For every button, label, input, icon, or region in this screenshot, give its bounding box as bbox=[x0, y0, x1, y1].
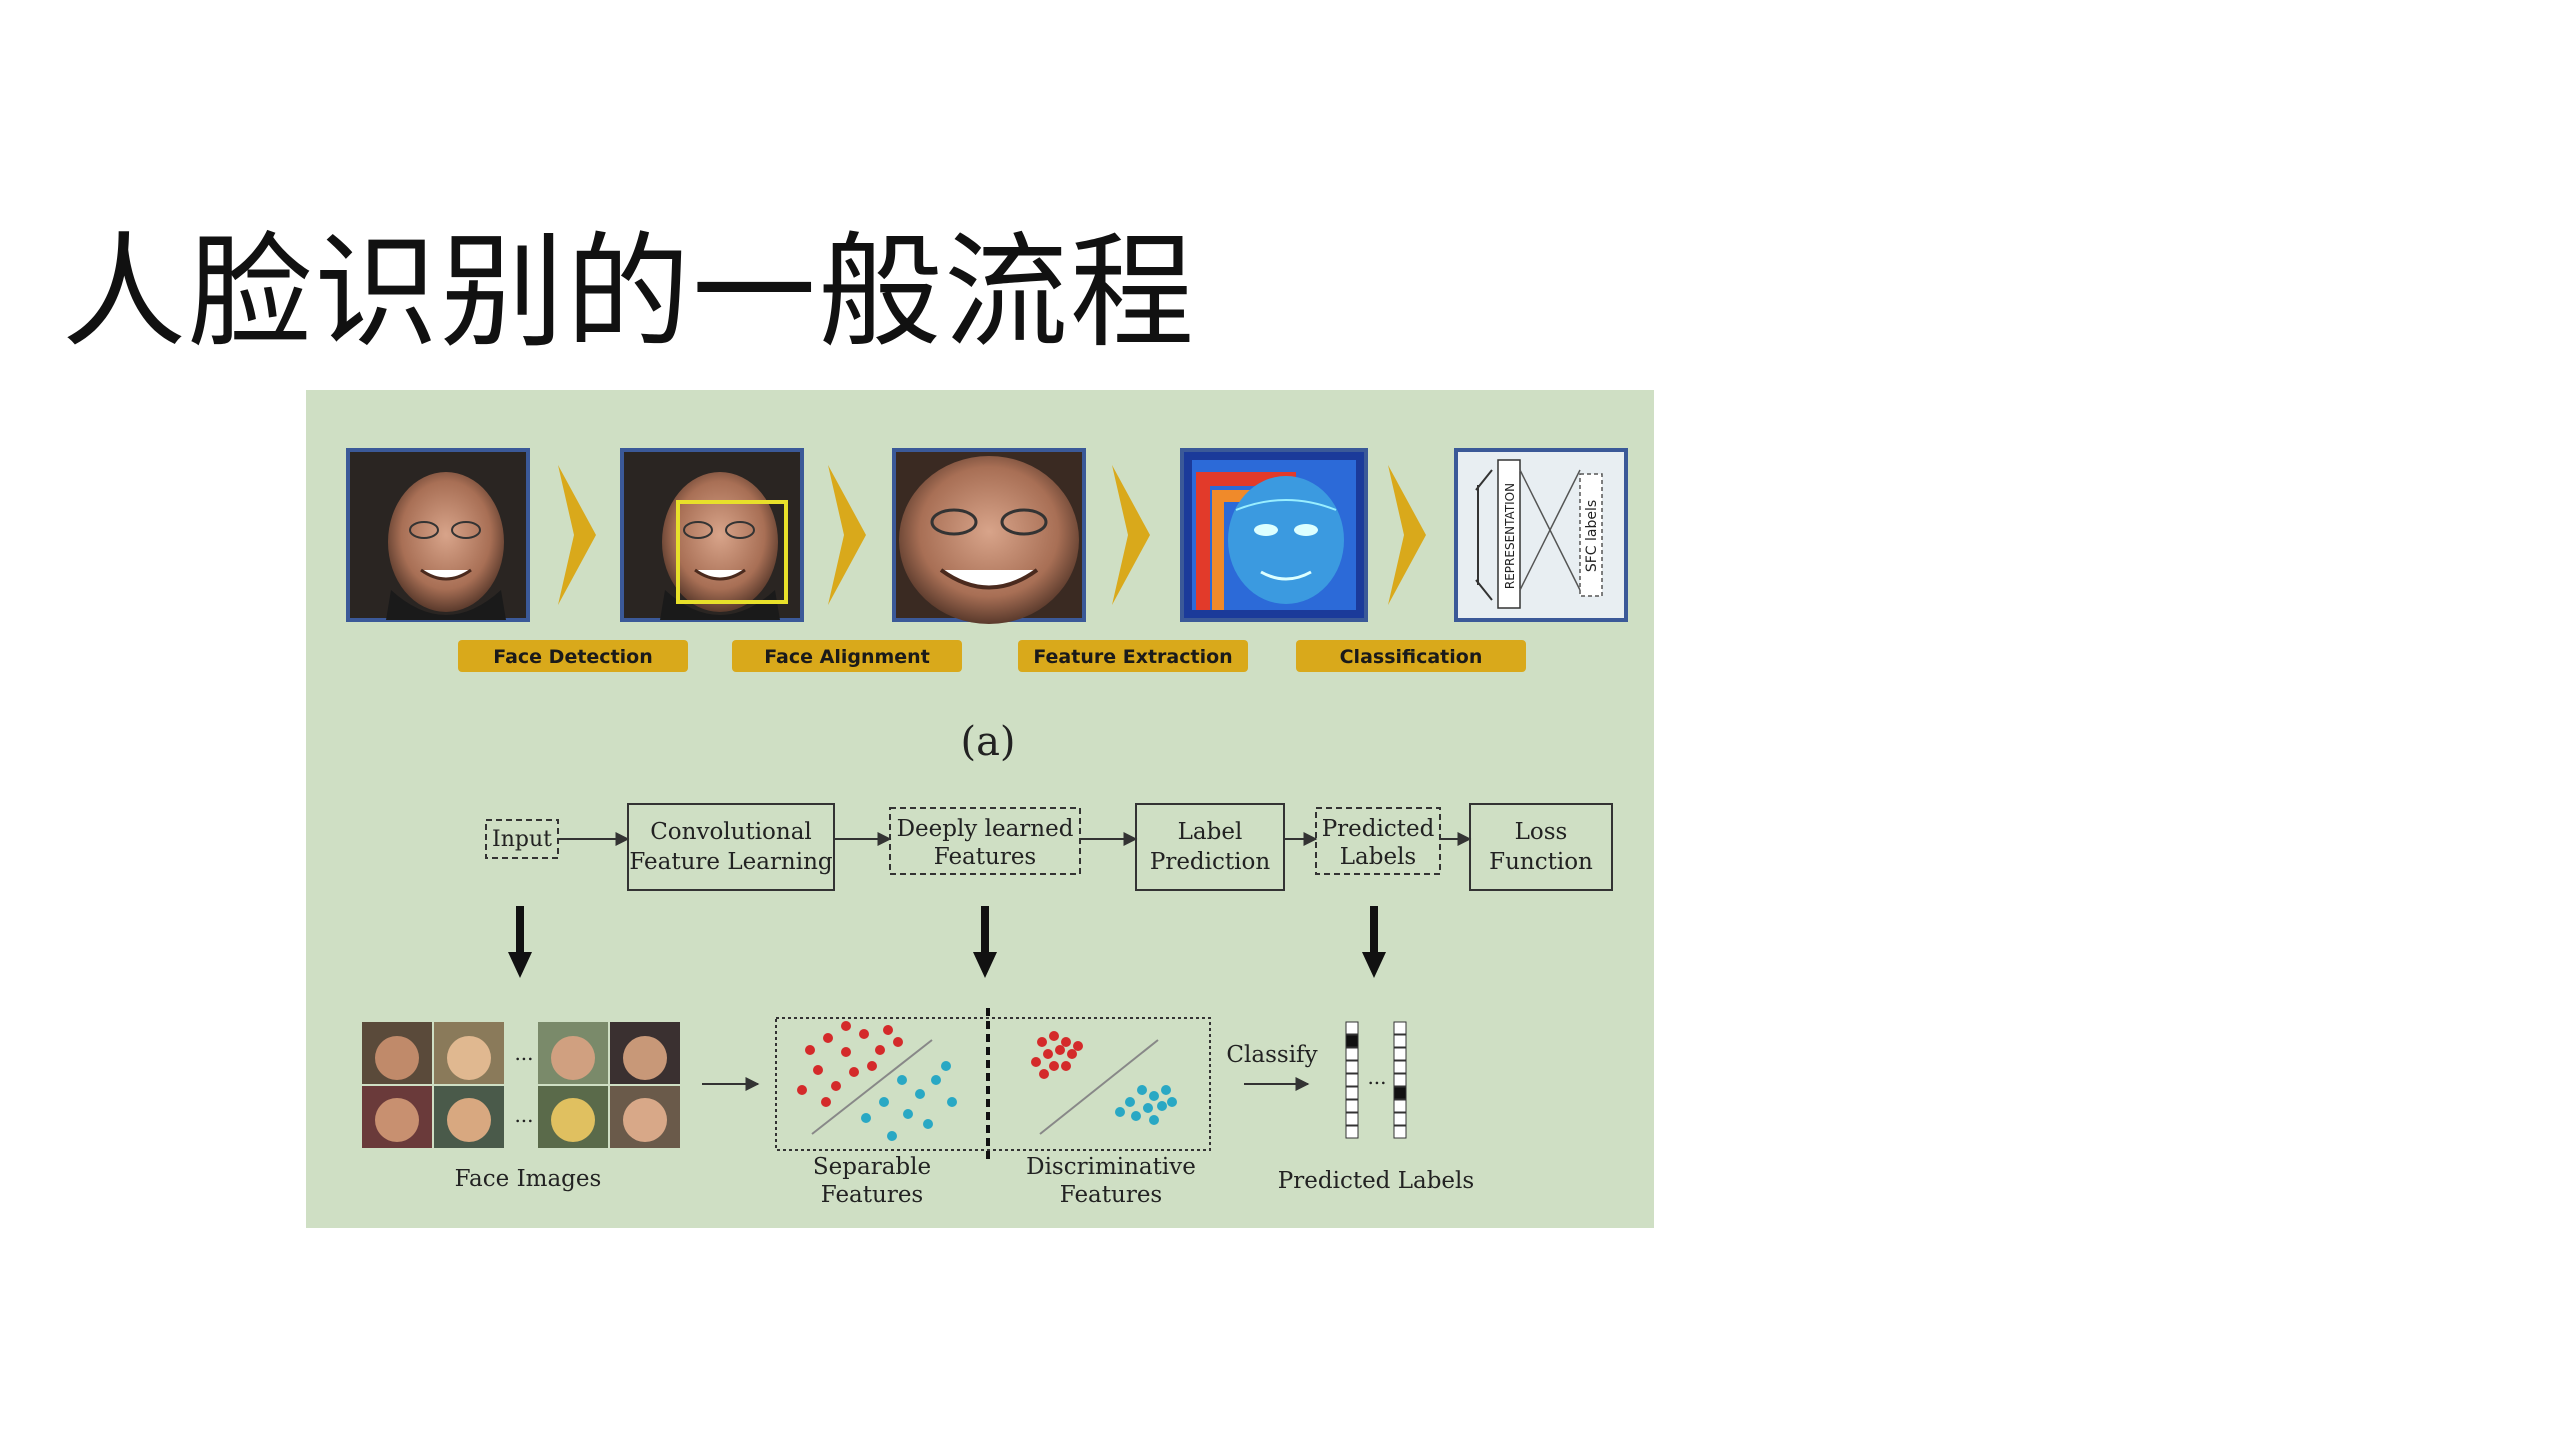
down-arrow-right bbox=[1362, 906, 1386, 978]
figure-caption-a: (a) bbox=[960, 719, 1015, 765]
arrow-1 bbox=[558, 465, 596, 605]
panel-feature-map bbox=[1180, 448, 1368, 622]
svg-text:Convolutional: Convolutional bbox=[650, 819, 812, 845]
predicted-ellipsis: ... bbox=[1367, 1065, 1386, 1089]
face-images-grid: ... ... bbox=[362, 1022, 680, 1148]
svg-text:Function: Function bbox=[1489, 849, 1593, 875]
pipeline-diagram: REPRESENTATION SFC labels Face Detection… bbox=[346, 448, 1628, 1208]
svg-text:Loss: Loss bbox=[1515, 819, 1568, 845]
svg-text:Label: Label bbox=[1178, 819, 1243, 845]
step-label-face-alignment: Face Alignment bbox=[732, 640, 962, 672]
panel-detected-face bbox=[620, 448, 804, 622]
discriminative-red-points bbox=[1031, 1031, 1083, 1079]
svg-text:Deeply learned: Deeply learned bbox=[897, 816, 1074, 842]
svg-text:Input: Input bbox=[492, 827, 552, 852]
predicted-label-vector-1 bbox=[1345, 1021, 1359, 1139]
face-recognition-pipeline-figure: REPRESENTATION SFC labels Face Detection… bbox=[306, 390, 1654, 1228]
flow-box-convolutional: Convolutional Feature Learning bbox=[627, 803, 835, 891]
panel-classifier: REPRESENTATION SFC labels bbox=[1454, 448, 1628, 622]
arrow-2 bbox=[828, 465, 866, 605]
separable-features-line2: Features bbox=[821, 1182, 924, 1208]
face-images-label: Face Images bbox=[455, 1166, 602, 1192]
svg-text:Feature Extraction: Feature Extraction bbox=[1033, 646, 1232, 668]
svg-text:...: ... bbox=[514, 1103, 533, 1127]
separable-cyan-points bbox=[861, 1061, 957, 1141]
classify-label: Classify bbox=[1226, 1042, 1317, 1068]
arrow-3 bbox=[1112, 465, 1150, 605]
svg-text:Labels: Labels bbox=[1340, 844, 1416, 870]
separable-features-line1: Separable bbox=[813, 1154, 931, 1180]
down-arrow-left bbox=[508, 906, 532, 978]
svg-text:Face Alignment: Face Alignment bbox=[764, 646, 930, 668]
predicted-label-vector-2 bbox=[1393, 1021, 1407, 1139]
discriminative-features-line1: Discriminative bbox=[1026, 1154, 1196, 1180]
sfc-labels-label: SFC labels bbox=[1584, 500, 1600, 572]
panel-aligned-face bbox=[892, 448, 1086, 624]
separable-red-points bbox=[797, 1021, 903, 1107]
flow-box-predicted-labels: Predicted Labels bbox=[1315, 807, 1441, 875]
svg-text:Classification: Classification bbox=[1340, 646, 1483, 668]
feature-space-box bbox=[775, 1008, 1211, 1160]
step-label-feature-extraction: Feature Extraction bbox=[1018, 640, 1248, 672]
svg-text:Face Detection: Face Detection bbox=[493, 646, 653, 668]
flow-box-input: Input bbox=[485, 819, 559, 859]
svg-text:Feature Learning: Feature Learning bbox=[629, 849, 833, 875]
representation-label: REPRESENTATION bbox=[1503, 483, 1517, 589]
discriminative-cyan-points bbox=[1115, 1085, 1177, 1125]
svg-text:...: ... bbox=[514, 1041, 533, 1065]
down-arrow-middle bbox=[973, 906, 997, 978]
step-label-classification: Classification bbox=[1296, 640, 1526, 672]
svg-text:Prediction: Prediction bbox=[1150, 849, 1270, 875]
svg-text:Predicted: Predicted bbox=[1322, 816, 1435, 842]
arrow-4 bbox=[1388, 465, 1426, 605]
flow-box-deep-features: Deeply learned Features bbox=[889, 807, 1081, 875]
discriminative-features-line2: Features bbox=[1060, 1182, 1163, 1208]
slide-title: 人脸识别的一般流程 bbox=[62, 221, 1197, 365]
flow-box-label-prediction: Label Prediction bbox=[1135, 803, 1285, 891]
svg-text:Features: Features bbox=[934, 844, 1037, 870]
detection-box bbox=[676, 500, 788, 604]
step-label-face-detection: Face Detection bbox=[458, 640, 688, 672]
panel-input-face bbox=[346, 448, 530, 622]
predicted-labels-caption: Predicted Labels bbox=[1278, 1168, 1474, 1194]
flow-box-loss-function: Loss Function bbox=[1469, 803, 1613, 891]
